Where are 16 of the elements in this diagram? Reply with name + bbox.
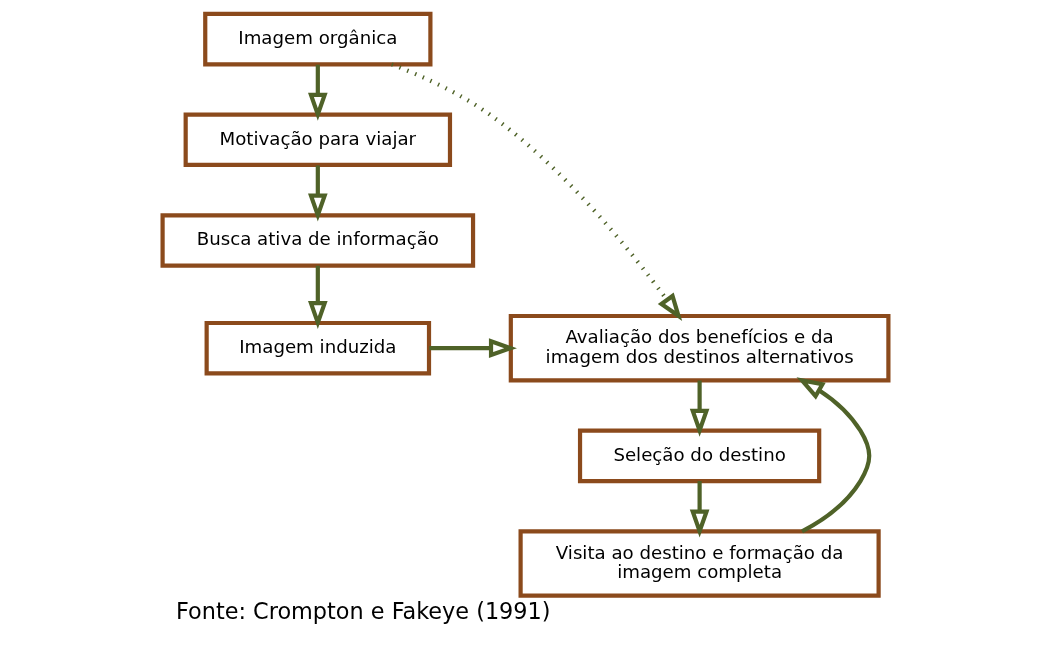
node-box: Imagem induzida	[204, 320, 432, 376]
arrow	[796, 377, 872, 534]
node-box: Avaliação dos benefícios e da imagem dos destinos alternativos	[508, 313, 891, 383]
arrow	[308, 64, 328, 121]
arrow	[689, 481, 710, 538]
node-box: Busca ativa de informação	[160, 213, 476, 268]
arrow	[391, 62, 683, 321]
node-box: Imagem orgânica	[203, 11, 433, 67]
arrow	[308, 165, 328, 222]
arrow	[308, 265, 328, 330]
arrow	[689, 380, 710, 437]
node-box: Seleção do destino	[577, 428, 822, 484]
arrow	[429, 338, 517, 358]
node-box: Motivação para viajar	[183, 112, 453, 168]
node-box: Visita ao destino e formação da imagem completa	[518, 529, 881, 598]
caption: Fonte: Crompton e Fakeye (1991)	[176, 598, 551, 625]
